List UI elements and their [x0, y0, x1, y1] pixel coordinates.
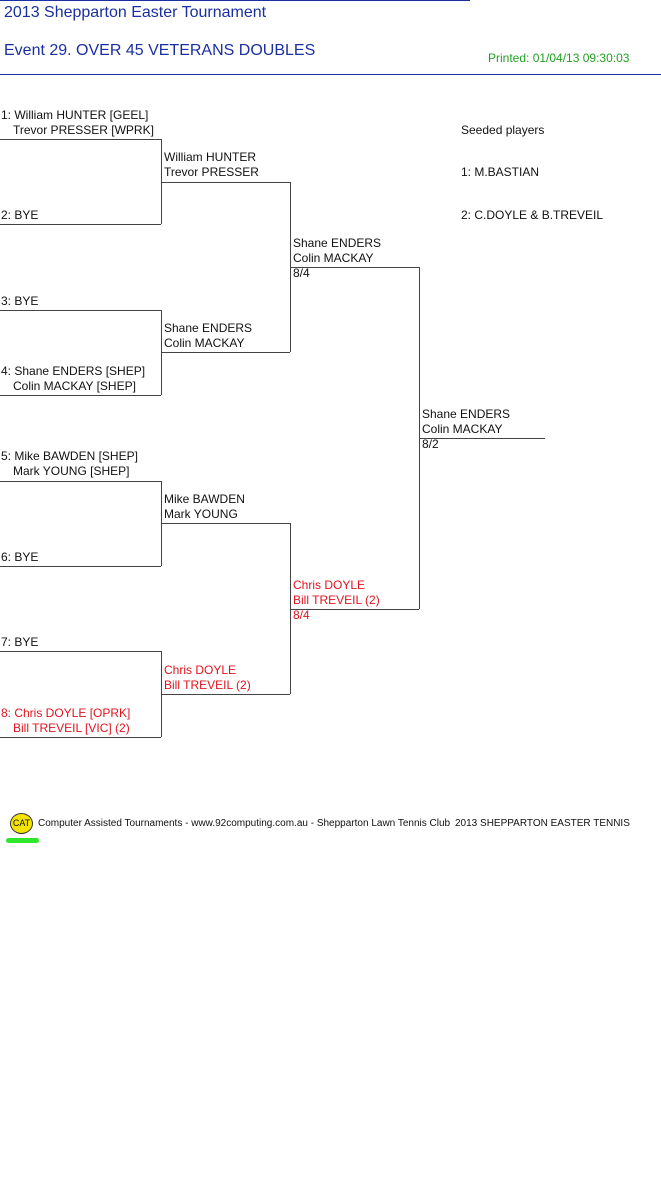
r2-connector-2 — [290, 523, 291, 694]
top-rule — [0, 0, 470, 1]
r1-entry-8-line1: 8: Chris DOYLE [OPRK] — [1, 706, 131, 720]
printed-timestamp: Printed: 01/04/13 09:30:03 — [488, 51, 630, 65]
r1-entry-8-line2: Bill TREVEIL [VIC] (2) — [13, 721, 130, 735]
r2-line-3 — [161, 523, 290, 524]
r1-entry-5-line2: Mark YOUNG [SHEP] — [13, 464, 130, 478]
r1-line-3 — [0, 310, 161, 311]
event-title: Event 29. OVER 45 VETERANS DOUBLES — [4, 42, 316, 59]
r1-line-4 — [0, 395, 161, 396]
r1-line-8 — [0, 737, 161, 738]
r2-entry-1-line2: Trevor PRESSER — [164, 165, 259, 179]
r1-line-2 — [0, 224, 161, 225]
logo-underline — [6, 838, 39, 843]
r1-entry-2-line1: 2: BYE — [1, 208, 39, 222]
footer-event-name: 2013 SHEPPARTON EASTER TENNIS — [455, 818, 630, 829]
r2-entry-3-line2: Mark YOUNG — [164, 507, 238, 521]
cat-logo: CAT — [10, 813, 33, 834]
r1-connector-1 — [161, 139, 162, 224]
sf-entry-1-score: 8/4 — [293, 266, 310, 280]
r1-line-1 — [0, 139, 161, 140]
r2-line-2 — [161, 352, 290, 353]
r2-entry-4-line2: Bill TREVEIL (2) — [164, 678, 251, 692]
r2-entry-2-line2: Colin MACKAY — [164, 336, 245, 350]
final-line — [419, 438, 545, 439]
r2-entry-2-line1: Shane ENDERS — [164, 321, 253, 335]
r1-entry-4-line2: Colin MACKAY [SHEP] — [13, 379, 136, 393]
header-divider — [0, 74, 661, 75]
r1-line-5 — [0, 481, 161, 482]
footer-credit: Computer Assisted Tournaments - www.92co… — [38, 818, 451, 829]
sf-line-2 — [290, 609, 419, 610]
r1-entry-7-line1: 7: BYE — [1, 635, 39, 649]
r1-entry-6-line1: 6: BYE — [1, 550, 39, 564]
r2-entry-4-line1: Chris DOYLE — [164, 663, 237, 677]
r1-line-7 — [0, 651, 161, 652]
r2-entry-1-line1: William HUNTER — [164, 150, 256, 164]
r1-entry-1-line1: 1: William HUNTER [GEEL] — [1, 108, 149, 122]
sf-entry-2-line1: Chris DOYLE — [293, 578, 366, 592]
tournament-title: 2013 Shepparton Easter Tournament — [4, 4, 267, 21]
seed-2: 2: C.DOYLE & B.TREVEIL — [461, 208, 604, 222]
seeded-heading: Seeded players — [461, 123, 545, 137]
r2-entry-3-line1: Mike BAWDEN — [164, 492, 245, 506]
r2-line-4 — [161, 694, 290, 695]
r1-entry-3-line1: 3: BYE — [1, 294, 39, 308]
r1-line-6 — [0, 566, 161, 567]
r1-entry-5-line1: 5: Mike BAWDEN [SHEP] — [1, 449, 138, 463]
final-score: 8/2 — [422, 437, 439, 451]
sf-entry-1-line1: Shane ENDERS — [293, 236, 382, 250]
sf-line-1 — [290, 267, 419, 268]
sf-entry-1-line2: Colin MACKAY — [293, 251, 374, 265]
r2-line-1 — [161, 182, 290, 183]
final-line2: Colin MACKAY — [422, 422, 503, 436]
sf-entry-2-score: 8/4 — [293, 608, 310, 622]
seed-1: 1: M.BASTIAN — [461, 165, 540, 179]
r1-entry-1-line2: Trevor PRESSER [WPRK] — [13, 123, 154, 137]
r1-entry-4-line1: 4: Shane ENDERS [SHEP] — [1, 364, 146, 378]
final-line1: Shane ENDERS — [422, 407, 511, 421]
sf-entry-2-line2: Bill TREVEIL (2) — [293, 593, 380, 607]
